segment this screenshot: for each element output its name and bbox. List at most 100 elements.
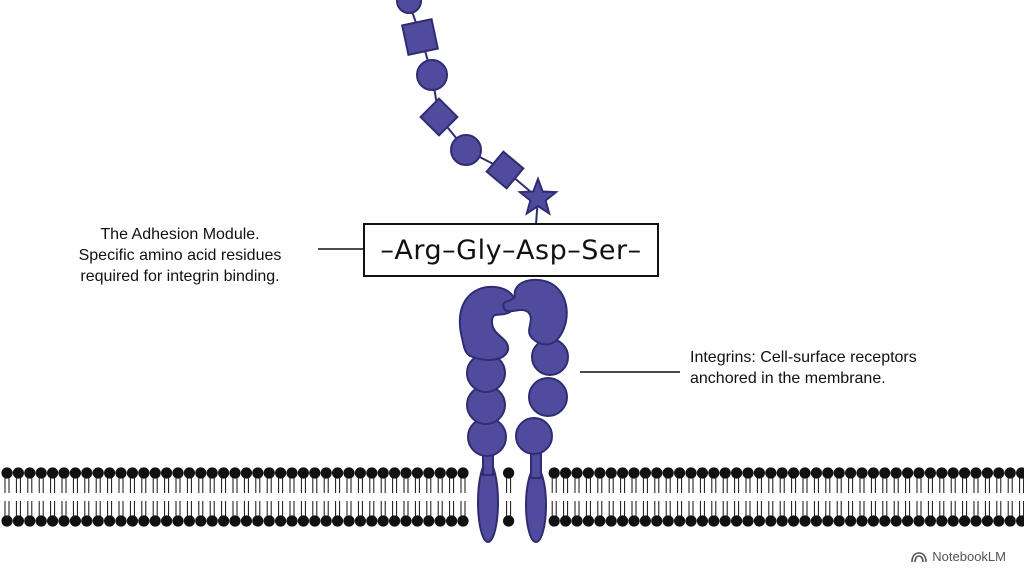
lipid-head [457, 515, 469, 527]
lipid-head [457, 467, 469, 479]
lipid-head [400, 515, 412, 527]
lipid-head [685, 515, 697, 527]
lipid-head [571, 515, 583, 527]
lipid-head [560, 467, 572, 479]
lipid-head [856, 467, 868, 479]
lipid-head [1016, 515, 1024, 527]
lipid-head [548, 467, 560, 479]
lipid-head [104, 515, 116, 527]
lipid-head [981, 467, 994, 479]
adhesion-label-line: required for integrin binding. [80, 268, 280, 285]
rgd-sequence-box: –Arg–Gly–Asp–Ser– [363, 223, 659, 277]
notebooklm-watermark: NotebookLM [911, 549, 1006, 564]
lipid-head [788, 467, 800, 479]
cell-membrane [1, 467, 1024, 527]
lipid-head [810, 515, 823, 527]
lipid-head [605, 467, 617, 479]
lipid-head [24, 467, 36, 479]
lipid-head [685, 467, 697, 479]
lipid-head [411, 467, 423, 479]
lipid-head [605, 515, 617, 527]
lipid-head [867, 515, 880, 527]
lipid-head [1, 467, 13, 479]
lipid-head [218, 515, 230, 527]
lipid-head [913, 467, 925, 479]
lipid-head [651, 515, 663, 527]
chain-unit-star [517, 176, 559, 216]
lipid-head [332, 515, 344, 527]
chain-unit-circle [450, 134, 482, 166]
lipid-head [662, 515, 674, 527]
lipid-head [822, 467, 834, 479]
lipid-head [719, 467, 731, 479]
lipid-head [434, 467, 446, 479]
lipid-head [662, 467, 674, 479]
lipid-head [833, 515, 845, 527]
chain-unit-circle [396, 0, 422, 14]
lipid-head [320, 467, 332, 479]
lipid-head [58, 467, 70, 479]
lipid-head [560, 515, 572, 527]
lipid-head [343, 467, 355, 479]
lipid-head [183, 515, 195, 527]
lipid-head [377, 467, 389, 479]
lipid-head [924, 515, 937, 527]
lipid-head [47, 515, 59, 527]
lipid-head [913, 515, 925, 527]
lipid-head [582, 467, 595, 479]
lipid-head [172, 467, 184, 479]
lipid-head [275, 515, 287, 527]
lipid-head [434, 515, 446, 527]
lipid-head [594, 467, 606, 479]
lipid-head [92, 467, 104, 479]
lipid-head [195, 467, 207, 479]
lipid-head [389, 467, 401, 479]
lipid-head [902, 467, 914, 479]
lipid-head [161, 467, 173, 479]
integrins-label: Integrins: Cell-surface receptors anchor… [690, 347, 1010, 389]
watermark-text: NotebookLM [932, 549, 1006, 564]
lipid-head [788, 515, 800, 527]
lipid-head [617, 467, 629, 479]
lipid-head [742, 515, 754, 527]
lipid-head [708, 467, 720, 479]
lipid-head [297, 515, 309, 527]
notebooklm-logo-icon [911, 551, 928, 562]
chain-unit-circle [416, 59, 448, 91]
lipid-head [240, 515, 252, 527]
lipid-head [12, 515, 24, 527]
lipid-head [731, 515, 743, 527]
lipid-head [742, 467, 754, 479]
lipid-head [81, 467, 93, 479]
lipid-head [126, 515, 138, 527]
lipid-head [674, 467, 686, 479]
lipid-head [389, 515, 401, 527]
lipid-head [970, 515, 982, 527]
lipid-head [183, 467, 195, 479]
lipid-head [799, 515, 811, 527]
lipid-head [970, 467, 982, 479]
lipid-head [377, 515, 389, 527]
lipid-head [1004, 467, 1016, 479]
lipid-head [24, 515, 36, 527]
lipid-head [628, 467, 640, 479]
lipid-head [446, 515, 458, 527]
lipid-head [320, 515, 332, 527]
lipid-head [845, 467, 857, 479]
integrins-label-line: anchored in the membrane. [690, 370, 886, 387]
lipid-head [423, 467, 435, 479]
lipid-head [639, 467, 652, 479]
lipid-head [81, 515, 93, 527]
lipid-head [548, 515, 560, 527]
lipid-head [879, 467, 891, 479]
lipid-head [354, 515, 366, 527]
adhesion-module-label: The Adhesion Module. Specific amino acid… [30, 224, 330, 287]
lipid-head [35, 467, 47, 479]
lipid-head [936, 515, 948, 527]
lipid-head [981, 515, 994, 527]
integrin-receptor [458, 278, 569, 543]
rgd-sequence-text: –Arg–Gly–Asp–Ser– [380, 234, 642, 266]
lipid-head [252, 467, 264, 479]
lipid-head [936, 467, 948, 479]
